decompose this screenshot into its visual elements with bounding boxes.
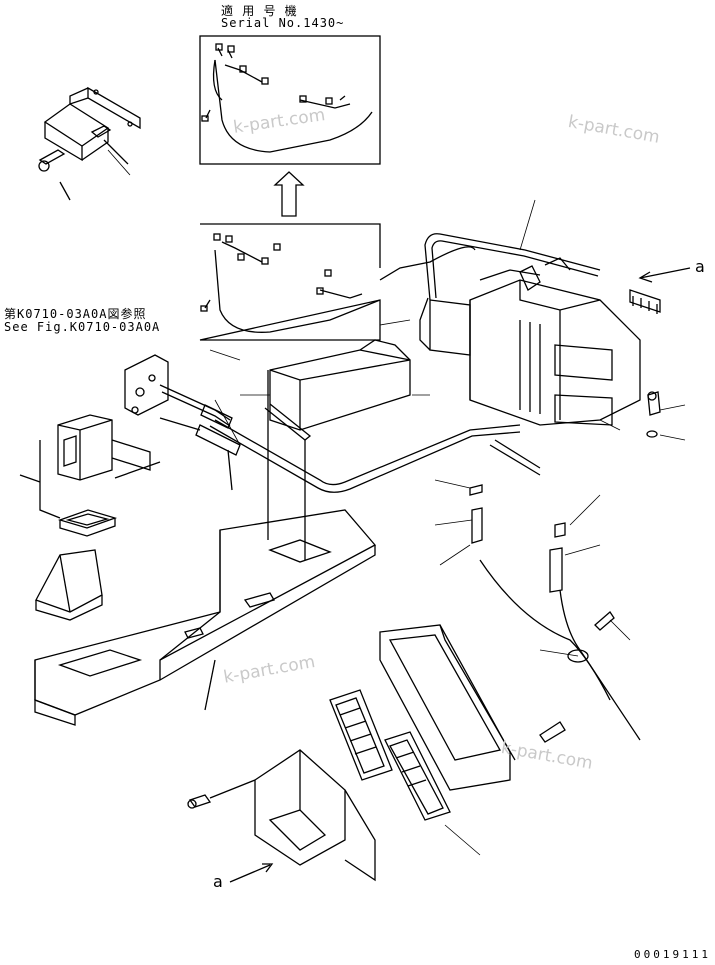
serial-number-label: Serial No.1430~: [221, 16, 345, 30]
fasteners: [469, 391, 661, 743]
floor-plate: [34, 370, 377, 726]
drain-pipe: [209, 419, 541, 493]
callout-a-right: a: [695, 257, 705, 276]
callout-a-bottom: a: [213, 872, 223, 891]
air-duct: [264, 339, 411, 441]
serial-inset-frame: [199, 35, 381, 165]
hose-bracket: [124, 354, 241, 491]
figure-code: 00019111: [634, 948, 711, 961]
intake-box: [187, 749, 376, 882]
reference-en: See Fig.K0710-03A0A: [4, 320, 161, 334]
harness-inset-frame: [199, 223, 476, 341]
aircon-unit: [419, 257, 641, 426]
leader-lines: [107, 149, 686, 856]
filter-element: [329, 689, 451, 821]
reference-jp: 第K0710-03A0A図参照: [4, 307, 147, 321]
relay-bracket: [38, 86, 141, 201]
upward-arrow: [273, 171, 305, 217]
applicable-serial-label: 適 用 号 機: [221, 4, 298, 18]
coolant-pipe: [424, 233, 601, 301]
filter-housing: [19, 414, 161, 621]
panel-cover: [379, 624, 516, 791]
connector-block: [629, 267, 691, 314]
callout-arrow-a-bottom: [229, 863, 274, 883]
